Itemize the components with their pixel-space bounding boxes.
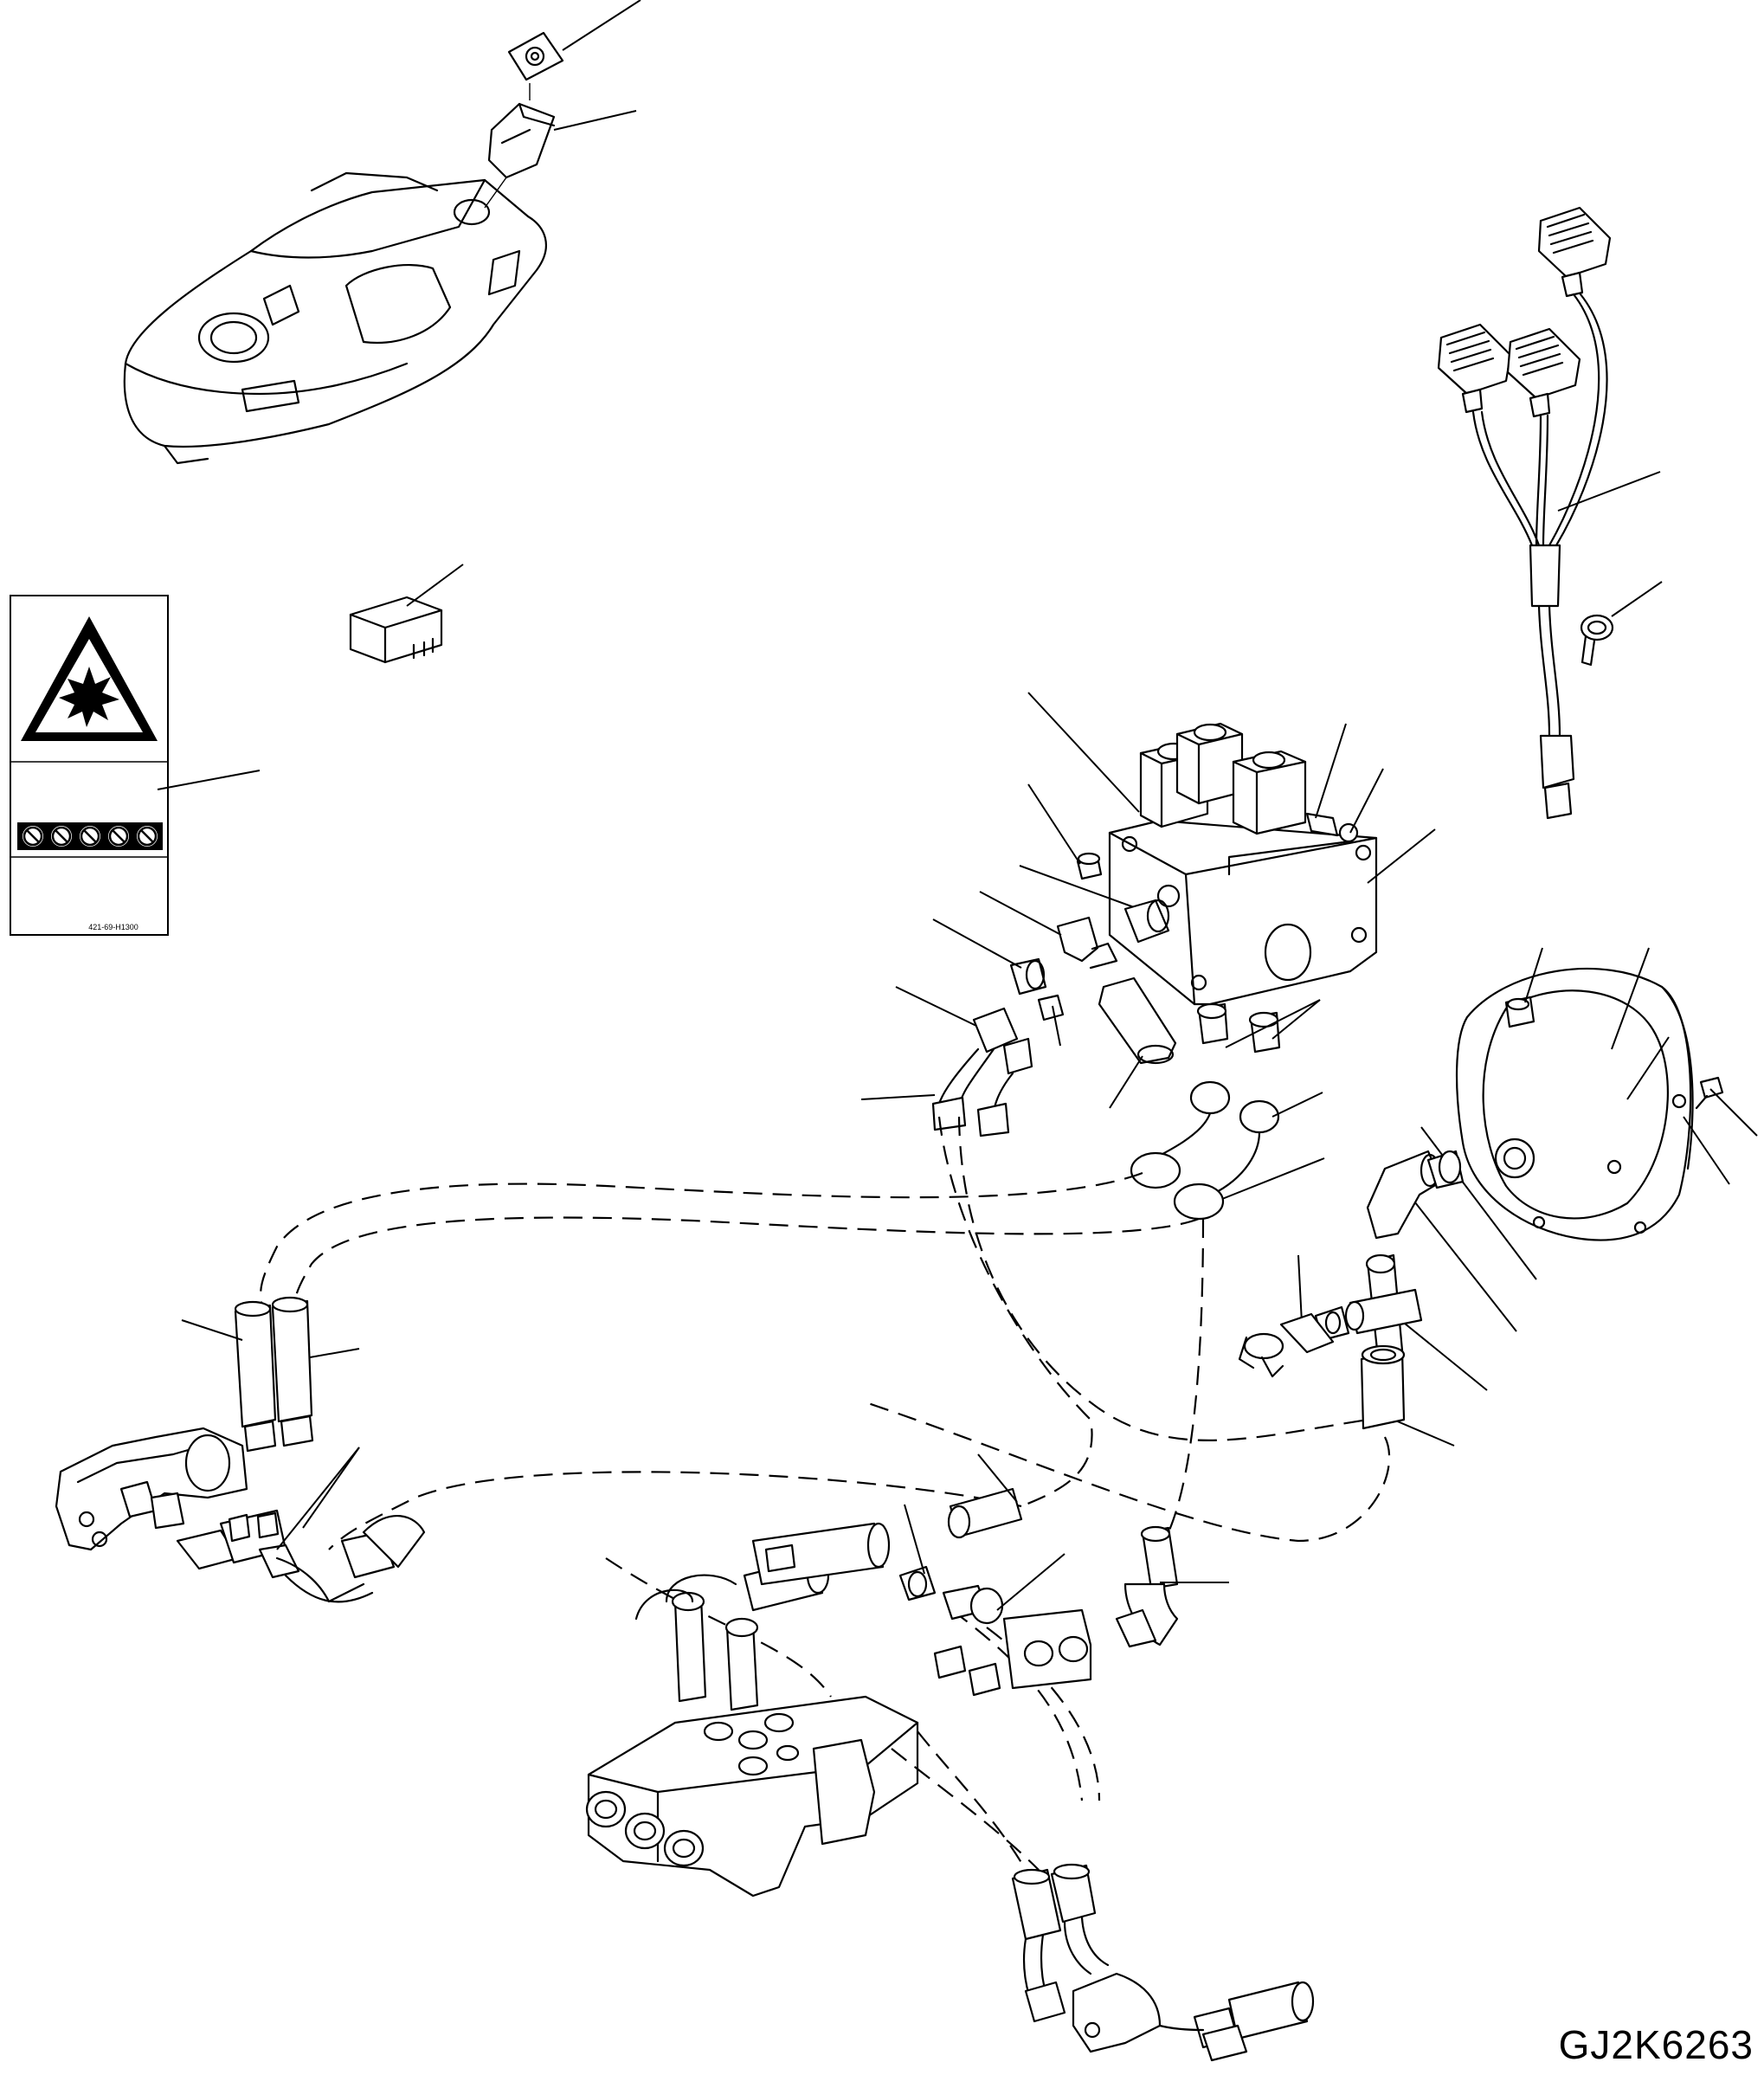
relay: [349, 596, 443, 664]
control-valve: [585, 1522, 919, 1898]
tee-and-elbow-fittings: [1314, 1150, 1465, 1430]
hose-routes: [259, 1116, 1391, 1801]
valve-right-fittings: [898, 1487, 1179, 1697]
check-valves: [234, 1296, 314, 1453]
bolt: [1695, 1076, 1724, 1110]
solenoid-valve-block: [1076, 722, 1378, 1006]
warning-label-code: 421-69-H1300: [88, 923, 138, 931]
left-hose-assembly: [55, 1427, 426, 1603]
wiring-harness: [1437, 206, 1612, 820]
prohibition-icons: [17, 822, 163, 850]
switch-cap: [507, 31, 564, 81]
drawing-code: GJ2K6263: [1558, 2022, 1754, 2067]
quick-coupler: [1238, 1312, 1335, 1378]
warning-decal: [10, 595, 169, 936]
dashboard-console: [123, 171, 547, 465]
bottom-hose-assembly: [1011, 1863, 1315, 2062]
cable-clamp: [1580, 614, 1614, 667]
accumulator: [1455, 967, 1694, 1241]
explosion-warning-icon: [21, 616, 158, 741]
rocker-switch: [484, 102, 556, 209]
